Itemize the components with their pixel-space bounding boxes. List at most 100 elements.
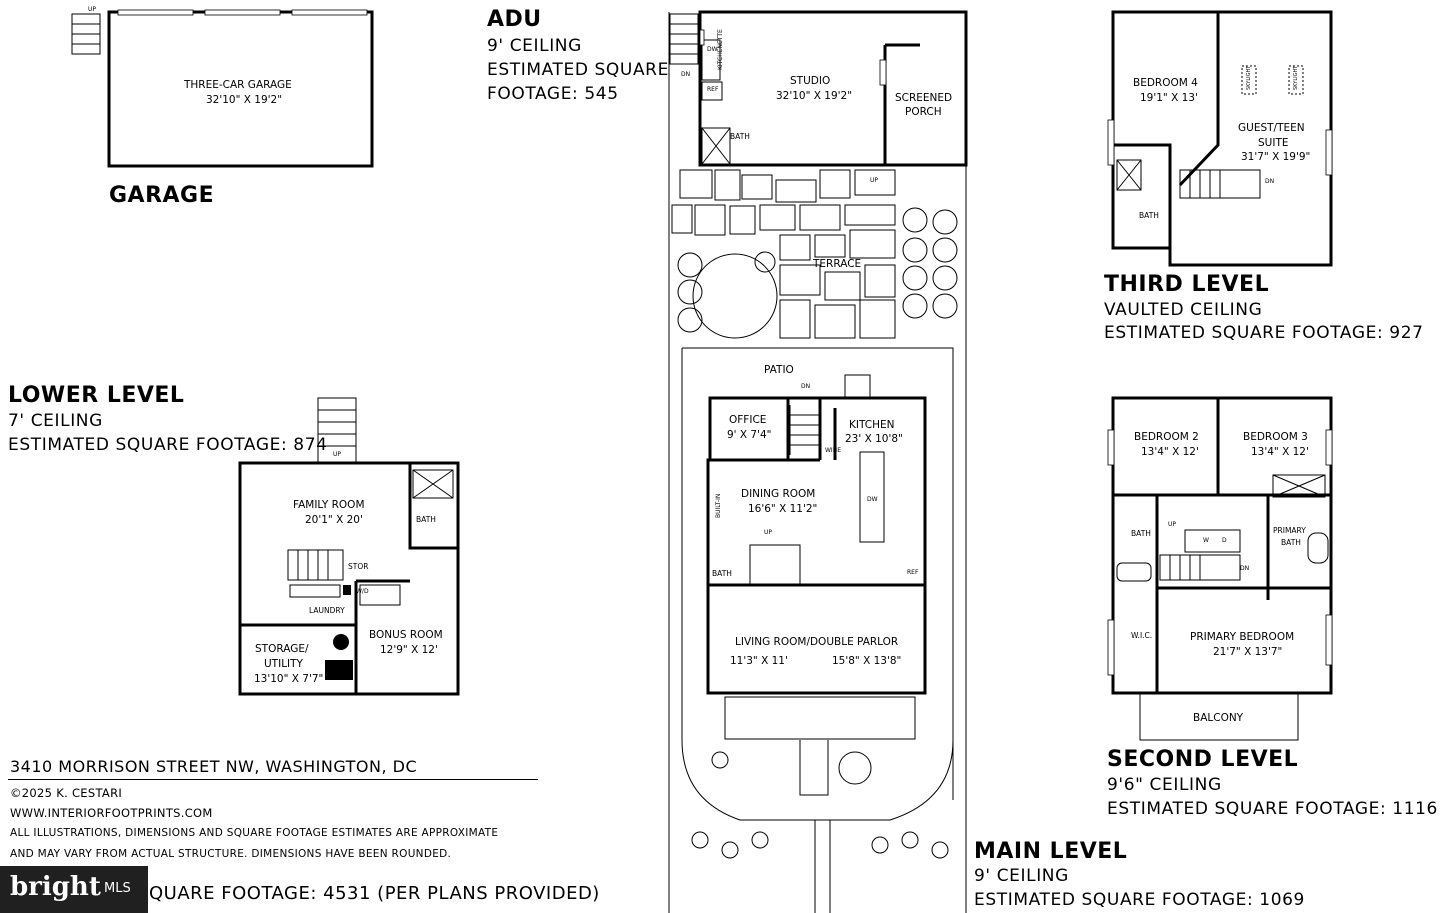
primary-bath-label-2: BATH [1281, 538, 1301, 547]
guest-suite-dims: 31'7" X 19'9" [1241, 151, 1311, 163]
laundry-label: LAUNDRY [309, 606, 345, 615]
main-builtin-label: BUILT-IN [715, 493, 722, 518]
second-dn-label: DN [1240, 565, 1250, 572]
storage-label: STORAGE/ [255, 643, 309, 655]
adu-studio-dims: 32'10" X 19'2" [776, 90, 853, 102]
wd-label: W/D [356, 588, 369, 595]
disclaimer-line-2: AND MAY VARY FROM ACTUAL STRUCTURE. DIME… [10, 848, 452, 860]
lower-level-sqft: ESTIMATED SQUARE FOOTAGE: 874 [8, 435, 328, 455]
living-dims-1: 11'3" X 11' [730, 655, 788, 667]
family-room-label: FAMILY ROOM [293, 499, 365, 511]
bedroom-2-label: BEDROOM 2 [1134, 431, 1199, 443]
address-line: 3410 MORRISON STREET NW, WASHINGTON, DC [10, 757, 418, 776]
primary-bedroom-dims: 21'7" X 13'7" [1213, 646, 1283, 658]
office-dims: 9' X 7'4" [727, 429, 772, 441]
adu-kitchenette-label: KITCHENETTE [717, 29, 724, 70]
bedroom-3-label: BEDROOM 3 [1243, 431, 1308, 443]
garage-plan [71, 9, 374, 168]
storage-dims: 13'10" X 7'7" [254, 673, 324, 685]
lower-level-plan [238, 397, 460, 696]
primary-bath-label-1: PRIMARY [1273, 526, 1306, 535]
garage-heading: GARAGE [109, 183, 215, 208]
living-label: LIVING ROOM/DOUBLE PARLOR [735, 636, 899, 648]
main-dw-label: DW [867, 496, 878, 503]
living-dims-2: 15'8" X 13'8" [832, 655, 902, 667]
guest-suite-label-2: SUITE [1258, 137, 1289, 149]
dryer-label: D [1222, 537, 1227, 544]
bright-mls-watermark: bright MLS [0, 866, 148, 913]
skylight-label-2: SKYLIGHT [1293, 65, 1299, 90]
family-room-dims: 20'1" X 20' [305, 514, 363, 526]
bonus-room-label: BONUS ROOM [369, 629, 443, 641]
garage-room-dims: 32'10" X 19'2" [206, 94, 283, 106]
main-dn-label: DN [801, 383, 811, 390]
terrace-label: TERRACE [813, 258, 862, 270]
watermark-brand: bright [10, 872, 101, 902]
third-level-plan [1107, 10, 1333, 267]
kitchen-dims: 23' X 10'8" [845, 433, 903, 445]
adu-sqft-line2: FOOTAGE: 545 [487, 84, 619, 104]
patio-label: PATIO [764, 364, 794, 376]
second-level-sqft: ESTIMATED SQUARE FOOTAGE: 1116 [1107, 799, 1438, 819]
bonus-room-dims: 12'9" X 12' [380, 644, 438, 656]
adu-heading: ADU [487, 7, 542, 32]
main-level-sqft: ESTIMATED SQUARE FOOTAGE: 1069 [974, 890, 1305, 910]
second-level-heading: SECOND LEVEL [1107, 747, 1299, 772]
third-level-ceiling: VAULTED CEILING [1104, 300, 1263, 320]
main-level-heading: MAIN LEVEL [974, 839, 1128, 864]
main-bath-label: BATH [712, 569, 732, 578]
kitchen-label: KITCHEN [849, 419, 895, 431]
third-dn-label: DN [1265, 178, 1275, 185]
garage-stair-label: UP [88, 6, 97, 13]
bedroom-3-dims: 13'4" X 12' [1251, 446, 1309, 458]
adu-dw-label: DW [707, 46, 718, 53]
skylight-label-1: SKYLIGHT [1246, 65, 1252, 90]
lower-level-ceiling: 7' CEILING [8, 411, 103, 431]
main-wine-label: WINE [825, 447, 841, 454]
lower-stor-label: STOR [348, 562, 369, 571]
adu-screened-label: SCREENED [895, 92, 953, 104]
disclaimer-line-1: ALL ILLUSTRATIONS, DIMENSIONS AND SQUARE… [10, 827, 499, 839]
primary-bedroom-label: PRIMARY BEDROOM [1190, 631, 1295, 643]
guest-suite-label-1: GUEST/TEEN [1238, 122, 1305, 134]
website-line: WWW.INTERIORFOOTPRINTS.COM [10, 806, 213, 820]
address-underline [8, 779, 538, 780]
adu-studio-label: STUDIO [790, 75, 831, 87]
balcony-label: BALCONY [1193, 712, 1244, 724]
bedroom-2-dims: 13'4" X 12' [1141, 446, 1199, 458]
lower-bath-label: BATH [416, 515, 436, 524]
bedroom-4-label: BEDROOM 4 [1133, 77, 1198, 89]
office-label: OFFICE [729, 414, 767, 426]
bedroom-4-dims: 19'1" X 13' [1140, 92, 1198, 104]
main-level-site-plan [668, 10, 968, 913]
third-bath-label: BATH [1139, 211, 1159, 220]
second-level-plan [1107, 396, 1333, 741]
third-level-sqft: ESTIMATED SQUARE FOOTAGE: 927 [1104, 323, 1424, 343]
total-sqft-line: QUARE FOOTAGE: 4531 (PER PLANS PROVIDED) [149, 883, 600, 904]
main-ref-label: REF [907, 569, 919, 576]
adu-porch-label: PORCH [905, 106, 942, 118]
adu-ref-label: REF [707, 86, 719, 93]
wic-label: W.I.C. [1131, 631, 1153, 640]
main-level-ceiling: 9' CEILING [974, 866, 1069, 886]
dining-dims: 16'6" X 11'2" [748, 503, 818, 515]
second-up-label: UP [1168, 521, 1177, 528]
adu-up-label: UP [870, 177, 879, 184]
third-level-heading: THIRD LEVEL [1104, 272, 1270, 297]
lower-up-label: UP [333, 451, 342, 458]
adu-ceiling: 9' CEILING [487, 36, 582, 56]
adu-bath-label: BATH [730, 132, 750, 141]
lower-level-heading: LOWER LEVEL [8, 383, 185, 408]
washer-label: W [1203, 537, 1209, 544]
second-level-ceiling: 9'6" CEILING [1107, 775, 1222, 795]
dining-label: DINING ROOM [741, 488, 816, 500]
utility-label: UTILITY [264, 658, 303, 670]
main-up-label: UP [764, 529, 773, 536]
adu-dn-label: DN [681, 71, 691, 78]
garage-room-label: THREE-CAR GARAGE [184, 79, 292, 91]
copyright-line: ©2025 K. CESTARI [10, 786, 123, 800]
adu-sqft-line1: ESTIMATED SQUARE [487, 60, 669, 80]
second-bath-label: BATH [1131, 529, 1151, 538]
watermark-suffix: MLS [104, 881, 131, 896]
